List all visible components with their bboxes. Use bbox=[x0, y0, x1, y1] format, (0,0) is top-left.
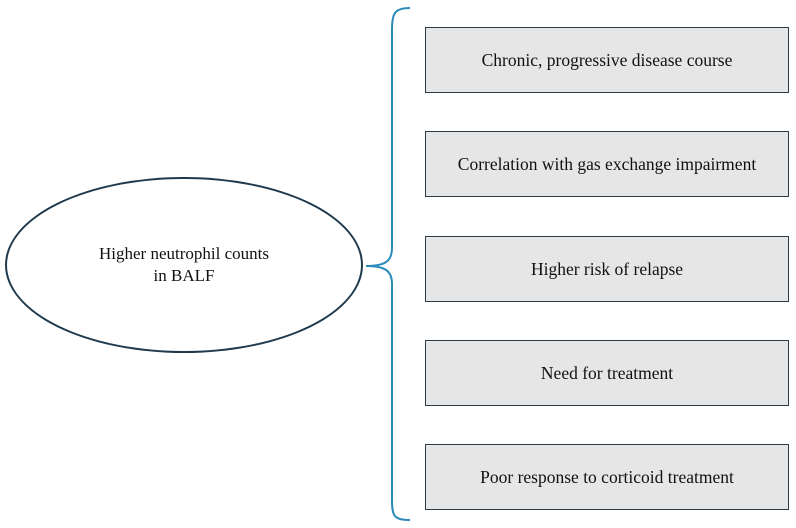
outcome-label-4: Need for treatment bbox=[540, 362, 674, 383]
outcome-box-4: Need for treatment bbox=[425, 340, 789, 406]
source-label-line2: in BALF bbox=[153, 266, 215, 285]
outcome-label-2: Correlation with gas exchange impairment bbox=[457, 153, 757, 174]
outcome-box-3: Higher risk of relapse bbox=[425, 236, 789, 302]
outcome-label-3: Higher risk of relapse bbox=[530, 258, 684, 279]
brace-path bbox=[365, 7, 411, 521]
outcome-box-5: Poor response to corticoid treatment bbox=[425, 444, 789, 510]
source-label: Higher neutrophil counts in BALF bbox=[99, 243, 269, 287]
outcome-label-5: Poor response to corticoid treatment bbox=[480, 466, 734, 487]
outcome-box-1: Chronic, progressive disease course bbox=[425, 27, 789, 93]
source-label-line1: Higher neutrophil counts bbox=[99, 244, 269, 263]
source-ellipse: Higher neutrophil counts in BALF bbox=[5, 177, 363, 353]
outcome-box-2: Correlation with gas exchange impairment bbox=[425, 131, 789, 197]
outcome-label-1: Chronic, progressive disease course bbox=[481, 49, 733, 70]
